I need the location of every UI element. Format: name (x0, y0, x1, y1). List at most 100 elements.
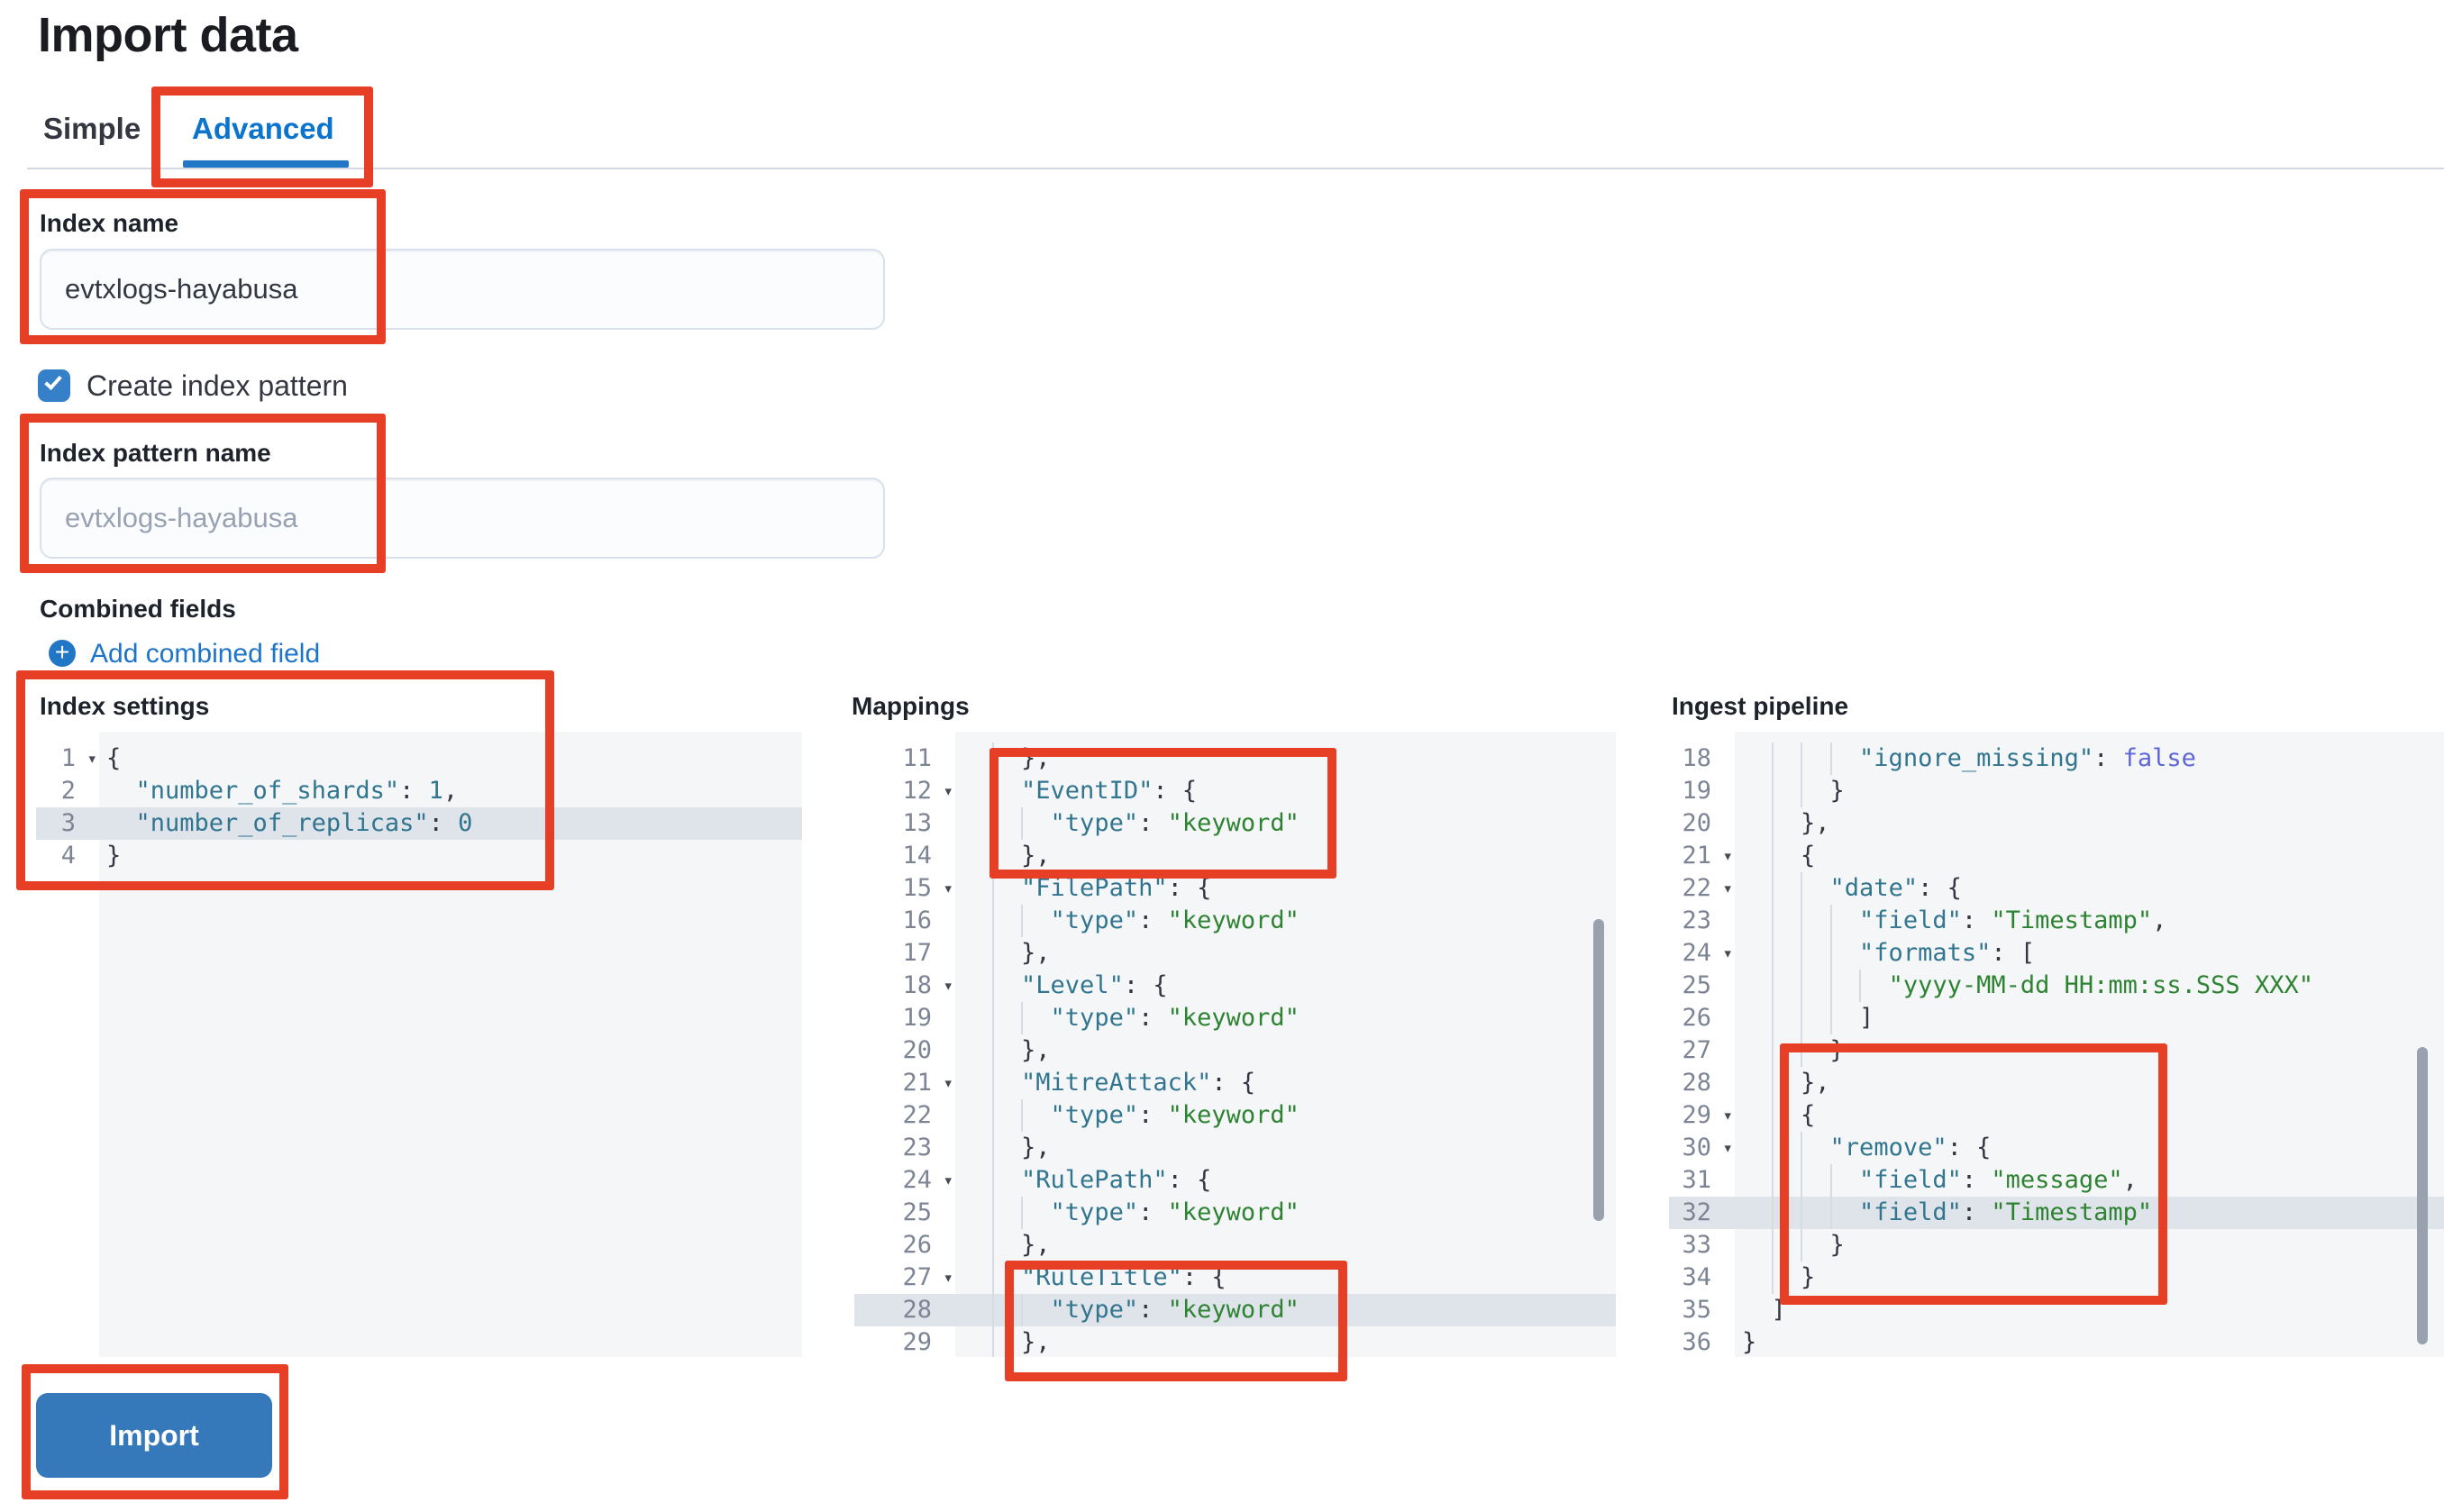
code-line[interactable]: 25 "type": "keyword" (854, 1197, 1616, 1229)
code-line-text: }, (1735, 807, 2444, 840)
code-line[interactable]: 27▾ "RuleTitle": { (854, 1262, 1616, 1294)
indent-guide (1021, 1099, 1024, 1132)
code-line[interactable]: 28 }, (1669, 1067, 2444, 1099)
indent-guide (1801, 775, 1803, 807)
mappings-editor[interactable]: 11 },12▾ "EventID": {13 "type": "keyword… (854, 732, 1616, 1357)
add-combined-field-link[interactable]: Add combined field (90, 639, 321, 669)
index-settings-editor[interactable]: 1▾{2 "number_of_shards": 1,3 "number_of_… (36, 732, 802, 1357)
fold-arrow-icon[interactable]: ▾ (943, 879, 953, 898)
code-line-active[interactable]: 3 "number_of_replicas": 0 (36, 807, 802, 840)
line-number: 19 (902, 1004, 932, 1032)
code-line[interactable]: 34 } (1669, 1262, 2444, 1294)
fold-arrow-icon[interactable]: ▾ (943, 1268, 953, 1288)
create-index-pattern-checkbox[interactable] (38, 369, 70, 402)
code-line[interactable]: 33 } (1669, 1229, 2444, 1262)
fold-arrow-icon[interactable]: ▾ (943, 1170, 953, 1190)
line-number: 21▾ (1669, 840, 1735, 872)
fold-arrow-icon[interactable]: ▾ (1722, 1138, 1733, 1158)
code-line-text: { (106, 744, 122, 772)
line-number: 4 (60, 842, 76, 870)
indent-guide (1829, 742, 1832, 775)
index-pattern-name-input[interactable] (40, 478, 885, 559)
code-line[interactable]: 1▾{ (36, 742, 802, 775)
code-line[interactable]: 19 } (1669, 775, 2444, 807)
indent-guide (991, 1034, 994, 1067)
code-line[interactable]: 35 ] (1669, 1294, 2444, 1326)
code-line[interactable]: 27 } (1669, 1034, 2444, 1067)
code-line-active[interactable]: 32 "field": "Timestamp" (1669, 1197, 2444, 1229)
code-line-text: "ignore_missing": false (1735, 742, 2444, 775)
code-line[interactable]: 13 "type": "keyword" (854, 807, 1616, 840)
indent-guide (991, 1132, 994, 1164)
code-line[interactable]: 29 }, (854, 1326, 1616, 1357)
indent-guide (1801, 1164, 1803, 1197)
code-line[interactable]: 22 "type": "keyword" (854, 1099, 1616, 1132)
editor-scrollbar[interactable] (2417, 1047, 2428, 1344)
code-line[interactable]: 30▾ "remove": { (1669, 1132, 2444, 1164)
fold-arrow-icon[interactable]: ▾ (1722, 846, 1733, 866)
page-title: Import data (38, 8, 298, 62)
code-line[interactable]: 29▾ { (1669, 1099, 2444, 1132)
plus-in-circle-icon[interactable]: + (49, 640, 76, 667)
line-number: 26 (902, 1231, 932, 1259)
code-line[interactable]: 26 ] (1669, 1002, 2444, 1034)
code-line[interactable]: 17 }, (854, 937, 1616, 970)
code-line[interactable]: 18 "ignore_missing": false (1669, 742, 2444, 775)
line-number: 19 (1682, 777, 1711, 805)
editor-scrollbar[interactable] (1593, 919, 1604, 1221)
indent-guide (1801, 905, 1803, 937)
code-line[interactable]: 12▾ "EventID": { (854, 775, 1616, 807)
fold-arrow-icon[interactable]: ▾ (943, 976, 953, 996)
code-line-text: }, (955, 1229, 1616, 1262)
code-line[interactable]: 4} (36, 840, 802, 872)
line-number: 25 (902, 1198, 932, 1226)
code-line-text: "RulePath": { (955, 1164, 1616, 1197)
code-line[interactable]: 14 }, (854, 840, 1616, 872)
code-line-active[interactable]: 28 "type": "keyword" (854, 1294, 1616, 1326)
code-line-text: } (1735, 1229, 2444, 1262)
indent-guide (1771, 1132, 1774, 1164)
index-name-input[interactable] (40, 249, 885, 330)
code-line[interactable]: 23 }, (854, 1132, 1616, 1164)
tab-simple[interactable]: Simple (43, 112, 141, 145)
code-line[interactable]: 20 }, (854, 1034, 1616, 1067)
code-line[interactable]: 2 "number_of_shards": 1, (36, 775, 802, 807)
code-line[interactable]: 21▾ "MitreAttack": { (854, 1067, 1616, 1099)
code-line[interactable]: 24▾ "RulePath": { (854, 1164, 1616, 1197)
indent-guide (1771, 1197, 1774, 1229)
fold-arrow-icon[interactable]: ▾ (87, 749, 97, 769)
code-line[interactable]: 26 }, (854, 1229, 1616, 1262)
code-line-text: "field": "message", (1735, 1164, 2444, 1197)
line-number: 24▾ (1669, 937, 1735, 970)
code-line[interactable]: 20 }, (1669, 807, 2444, 840)
tab-advanced[interactable]: Advanced (192, 112, 334, 145)
code-line[interactable]: 23 "field": "Timestamp", (1669, 905, 2444, 937)
code-line[interactable]: 36} (1669, 1326, 2444, 1357)
code-line[interactable]: 11 }, (854, 742, 1616, 775)
fold-arrow-icon[interactable]: ▾ (1722, 879, 1733, 898)
code-line[interactable]: 31 "field": "message", (1669, 1164, 2444, 1197)
import-button[interactable]: Import (36, 1393, 272, 1478)
indent-guide (1829, 905, 1832, 937)
indent-guide (1771, 937, 1774, 970)
fold-arrow-icon[interactable]: ▾ (1722, 943, 1733, 963)
code-line[interactable]: 15▾ "FilePath": { (854, 872, 1616, 905)
code-line[interactable]: 25 "yyyy-MM-dd HH:mm:ss.SSS XXX" (1669, 970, 2444, 1002)
line-number: 15▾ (854, 872, 955, 905)
fold-arrow-icon[interactable]: ▾ (1722, 1106, 1733, 1125)
code-line[interactable]: 24▾ "formats": [ (1669, 937, 2444, 970)
code-line[interactable]: 18▾ "Level": { (854, 970, 1616, 1002)
fold-arrow-icon[interactable]: ▾ (943, 1073, 953, 1093)
code-line[interactable]: 22▾ "date": { (1669, 872, 2444, 905)
line-number: 17 (902, 939, 932, 967)
code-line[interactable]: 21▾ { (1669, 840, 2444, 872)
fold-arrow-icon[interactable]: ▾ (943, 781, 953, 801)
code-line[interactable]: 16 "type": "keyword" (854, 905, 1616, 937)
line-number: 18 (1682, 744, 1711, 772)
line-number: 30▾ (1669, 1132, 1735, 1164)
code-line[interactable]: 19 "type": "keyword" (854, 1002, 1616, 1034)
indent-guide (1771, 775, 1774, 807)
indent-guide (1771, 872, 1774, 905)
index-pattern-name-label: Index pattern name (40, 439, 271, 467)
